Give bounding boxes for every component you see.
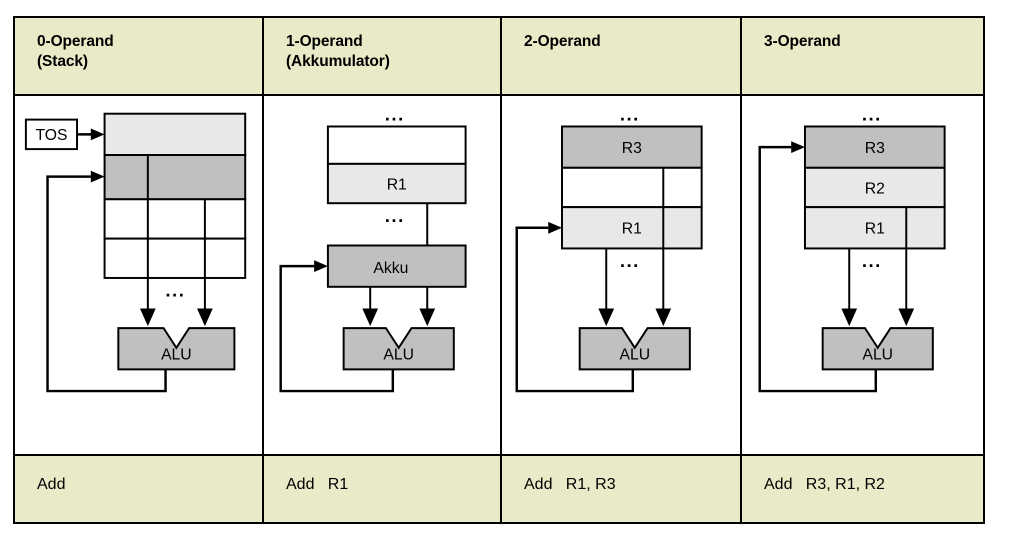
operand-arrow-left bbox=[598, 308, 615, 327]
header-line1: 2-Operand bbox=[524, 33, 601, 50]
operand-arrow-right bbox=[419, 308, 436, 327]
alu-shape bbox=[342, 327, 455, 371]
feedback-path bbox=[46, 175, 167, 393]
feedback-arrow-head bbox=[548, 221, 562, 234]
header-cell-one-operand: 1-Operand (Akkumulator) bbox=[264, 18, 502, 94]
header-line2: (Stack) bbox=[37, 53, 88, 70]
alu-label: ALU bbox=[383, 347, 414, 364]
register-cell-blank bbox=[326, 125, 467, 165]
header-cell-two-operand: 2-Operand bbox=[502, 18, 742, 94]
diagram-cell-one-operand: ... R1 ... Akku bbox=[264, 96, 502, 454]
stack-cell-top bbox=[103, 112, 247, 156]
two-operand-machine-diagram: ... R3 R1 ... bbox=[515, 104, 703, 393]
diagram-cell-two-operand: ... R3 R1 ... bbox=[502, 96, 742, 454]
register-ellipsis-top: ... bbox=[620, 104, 640, 125]
instruction-cell-two-operand: Add R1, R3 bbox=[502, 456, 742, 522]
register-label-r2: R2 bbox=[865, 180, 885, 197]
diagram-cell-zero-operand: TOS ... ALU bbox=[15, 96, 264, 454]
stack-cell-fourth bbox=[103, 237, 247, 279]
register-ellipsis-bottom: ... bbox=[862, 250, 882, 271]
feedback-arrow-head bbox=[314, 260, 328, 273]
register-ellipsis-bottom: ... bbox=[385, 205, 405, 226]
comparison-table: 0-Operand (Stack) 1-Operand (Akkumulator… bbox=[13, 16, 985, 524]
stack-cell-second bbox=[103, 154, 247, 201]
register-cell-r1 bbox=[561, 206, 703, 250]
operand-arrow-left bbox=[841, 308, 858, 327]
feedback-path bbox=[515, 226, 635, 393]
register-cell-r1 bbox=[803, 206, 946, 250]
feedback-arrow-head bbox=[90, 170, 105, 183]
feedback-path bbox=[758, 145, 878, 393]
alu-shape bbox=[578, 327, 691, 371]
stack-ellipsis: ... bbox=[165, 280, 185, 301]
register-label-r3: R3 bbox=[865, 140, 885, 157]
register-ellipsis-top: ... bbox=[862, 104, 882, 125]
instruction-cell-three-operand: Add R3, R1, R2 bbox=[742, 456, 983, 522]
three-operand-machine-diagram: ... R3 R2 R1 ... bbox=[758, 104, 946, 393]
accumulator-label: Akku bbox=[373, 260, 408, 277]
alu-shape bbox=[821, 327, 934, 371]
header-cell-zero-operand: 0-Operand (Stack) bbox=[15, 18, 264, 94]
operand-arrow-left bbox=[139, 308, 156, 327]
accumulator-machine-diagram: ... R1 ... Akku bbox=[279, 104, 467, 393]
register-label-r1: R1 bbox=[387, 176, 407, 193]
register-ellipsis-top: ... bbox=[385, 104, 405, 125]
operand-arrow-left bbox=[362, 308, 379, 327]
table-diagram-row: TOS ... ALU bbox=[15, 96, 983, 456]
table-instruction-row: Add Add R1 Add R1, R3 Add R3, R1, R2 bbox=[15, 456, 983, 522]
instruction-cell-zero-operand: Add bbox=[15, 456, 264, 522]
register-label-r1: R1 bbox=[622, 221, 642, 238]
alu-shape bbox=[117, 327, 236, 371]
header-cell-three-operand: 3-Operand bbox=[742, 18, 983, 94]
header-line2: (Akkumulator) bbox=[286, 53, 390, 70]
tos-arrow-head bbox=[90, 128, 105, 141]
operand-arrow-right bbox=[655, 308, 672, 327]
header-line1: 3-Operand bbox=[764, 33, 841, 50]
feedback-path bbox=[279, 264, 395, 393]
stack-machine-diagram: TOS ... ALU bbox=[24, 112, 247, 393]
register-cell-r1 bbox=[326, 162, 467, 205]
table-header-row: 0-Operand (Stack) 1-Operand (Akkumulator… bbox=[15, 18, 983, 96]
register-cell-blank bbox=[561, 166, 703, 209]
register-cell-r2 bbox=[803, 166, 946, 209]
stack-cell-third bbox=[103, 198, 247, 240]
register-cell-r3 bbox=[561, 125, 703, 169]
operand-arrow-right bbox=[898, 308, 915, 327]
instruction-cell-one-operand: Add R1 bbox=[264, 456, 502, 522]
register-label-r1: R1 bbox=[865, 221, 885, 238]
header-line1: 0-Operand bbox=[37, 33, 114, 50]
feedback-arrow-head bbox=[791, 141, 805, 154]
register-label-r3: R3 bbox=[622, 140, 642, 157]
register-ellipsis-bottom: ... bbox=[620, 250, 640, 271]
alu-label: ALU bbox=[619, 347, 650, 364]
header-line1: 1-Operand bbox=[286, 33, 363, 50]
operand-arrow-right bbox=[197, 308, 213, 327]
tos-label: TOS bbox=[35, 127, 67, 144]
diagram-cell-three-operand: ... R3 R2 R1 ... bbox=[742, 96, 983, 454]
alu-label: ALU bbox=[862, 347, 893, 364]
alu-label: ALU bbox=[161, 347, 192, 364]
